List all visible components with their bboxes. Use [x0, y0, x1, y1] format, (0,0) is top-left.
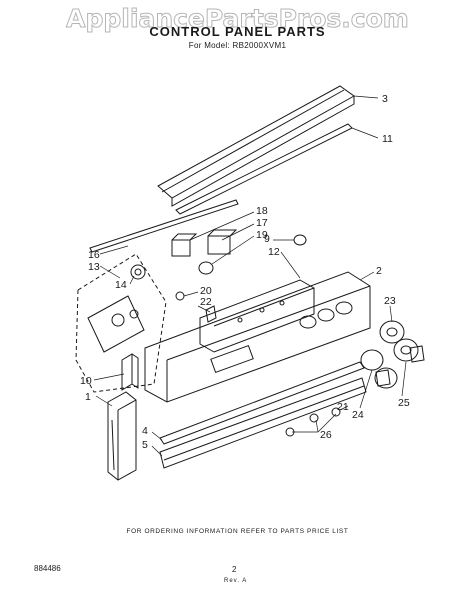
callout-19: 19: [256, 229, 268, 241]
callout-18: 18: [256, 205, 268, 217]
callout-3: 3: [382, 93, 388, 105]
page-number: 2: [232, 565, 237, 574]
callout-12: 12: [268, 246, 280, 258]
part-2-control-panel: [144, 271, 371, 403]
callout-11: 11: [382, 133, 393, 145]
part-13-group: [75, 253, 167, 393]
model-line: For Model: RB2000XVM1: [188, 41, 287, 50]
callout-4: 4: [142, 425, 148, 437]
part-1-housing: [107, 391, 137, 481]
callout-9: 9: [264, 233, 270, 245]
part-3-top-trim: [157, 85, 355, 207]
callout-24: 24: [352, 409, 364, 421]
callout-5: 5: [142, 439, 148, 451]
part-16-rod: [89, 199, 239, 253]
callout-16: 16: [88, 249, 100, 261]
part-10-bracket: [121, 353, 139, 391]
part-12-bracket: [199, 279, 315, 353]
revision-mark: Rev. A: [224, 578, 248, 584]
callout-23: 23: [384, 295, 396, 307]
part-4-5-lower-trim: [159, 361, 367, 469]
part-17-18-switches: [171, 229, 238, 275]
callout-14: 14: [115, 279, 127, 291]
part-9-clip: [293, 234, 307, 246]
callout-2: 2: [376, 265, 382, 277]
part-23-24-25-knobs: [360, 320, 425, 389]
leader-lines: [93, 95, 407, 457]
callout-25: 25: [398, 397, 410, 409]
page-title: CONTROL PANEL PARTS: [149, 24, 326, 39]
document-code: 884486: [34, 564, 61, 573]
part-11-strip: [175, 123, 353, 215]
callout-13: 13: [88, 261, 100, 273]
callout-22: 22: [200, 296, 212, 308]
callout-26: 26: [320, 429, 332, 441]
callout-10: 10: [80, 375, 92, 387]
watermark: AppliancePartsPros.com: [66, 4, 410, 34]
callout-17: 17: [256, 217, 268, 229]
callout-20: 20: [200, 285, 212, 297]
callout-21: 21: [337, 401, 349, 413]
ordering-note: FOR ORDERING INFORMATION REFER TO PARTS …: [126, 528, 349, 535]
callout-1: 1: [85, 391, 91, 403]
